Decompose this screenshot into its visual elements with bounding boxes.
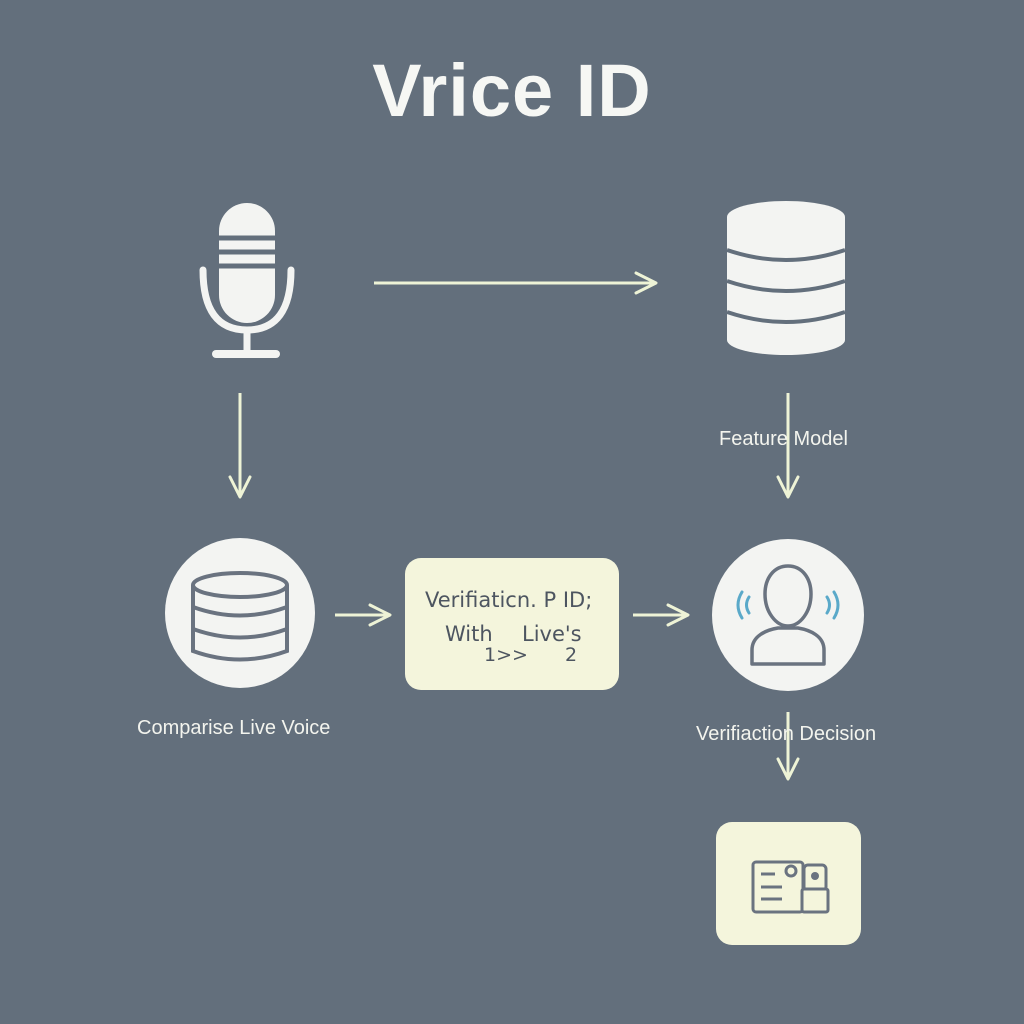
verification-box bbox=[405, 558, 619, 690]
verification-decision-label: Verifiaction Decision bbox=[696, 723, 877, 745]
box-num-1: 1>> bbox=[484, 644, 528, 666]
box-with-text: With bbox=[445, 622, 493, 646]
box-num-2: 2 bbox=[565, 644, 578, 666]
database-icon bbox=[726, 201, 846, 355]
compare-database-icon bbox=[165, 538, 315, 688]
microphone-icon bbox=[199, 203, 295, 358]
id-card-icon bbox=[716, 822, 861, 945]
feature-model-label: Feature Model bbox=[719, 428, 848, 450]
user-voice-icon bbox=[712, 539, 864, 691]
compare-live-voice-label: Comparise Live Voice bbox=[137, 717, 331, 739]
diagram-title: Vrice ID bbox=[372, 49, 652, 132]
box-line-1: Verifiaticn. P ID; bbox=[425, 588, 593, 612]
box-lives-text: Live's bbox=[522, 622, 582, 646]
